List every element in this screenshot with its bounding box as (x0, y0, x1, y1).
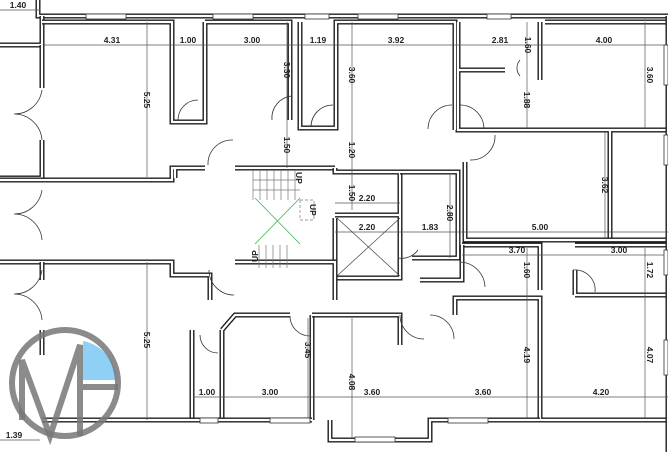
dimension-label: 2.80 (445, 205, 455, 222)
wall (312, 295, 668, 423)
dimension-labels: 4.31 1.00 3.00 1.19 3.92 2.81 1.60 4.00 3.30 5.25… (6, 0, 655, 440)
dimension-label: 3.60 (645, 67, 655, 84)
dimension-label: 1.72 (645, 262, 655, 279)
logo (9, 327, 121, 446)
dimension-label: 3.00 (262, 387, 279, 397)
stair-up-label: UP (294, 172, 304, 184)
dimension-label: 1.00 (180, 35, 197, 45)
dimension-label: 1.20 (347, 142, 357, 159)
wall (0, 259, 338, 300)
dimension-label: 5.25 (142, 92, 152, 109)
dimension-label: 2.20 (359, 193, 376, 203)
wall (35, 0, 668, 19)
wall-inner (0, 166, 335, 182)
dimension-label: 1.60 (522, 262, 532, 279)
dimension-label: 4.20 (593, 387, 610, 397)
dimension-label: 1.19 (310, 35, 327, 45)
dimension-label: 2.20 (359, 222, 376, 232)
dimension-label: 4.00 (596, 35, 613, 45)
wall-inner (462, 243, 668, 297)
wall (0, 45, 45, 181)
dimension-label: 1.00 (199, 387, 216, 397)
wall (0, 16, 45, 48)
dimension-label: 4.31 (104, 35, 121, 45)
wall-inner (545, 128, 668, 238)
dimension-label: 1.50 (347, 185, 357, 202)
dimension-label: 3.30 (282, 62, 292, 79)
dimension-label: 3.62 (600, 177, 610, 194)
logo-accent (83, 341, 117, 380)
dimension-label: 3.00 (611, 245, 628, 255)
dimension-label: 1.88 (522, 92, 532, 109)
wall (0, 165, 335, 183)
dimension-label: 3.45 (303, 342, 313, 359)
dimension-label: 3.00 (244, 35, 261, 45)
dimension-label: 3.60 (475, 387, 492, 397)
dimension-label: 5.25 (142, 332, 152, 349)
dimension-label: 1.40 (10, 0, 27, 10)
dimension-label: 3.92 (388, 35, 405, 45)
wall-inner (420, 245, 464, 282)
wall-inner (0, 45, 44, 180)
dimension-lines (0, 9, 668, 441)
staircase: UP UP UP (250, 170, 318, 268)
wall-inner (0, 260, 337, 300)
wall-inner (400, 162, 668, 260)
elevator-shaft (336, 217, 401, 277)
wall-inner (36, 0, 668, 18)
wall-inner (333, 168, 402, 280)
dimension-label: 1.50 (282, 137, 292, 154)
dimension-label: 4.19 (522, 347, 532, 364)
dimension-label: 2.81 (492, 35, 509, 45)
dimension-label: 4.07 (645, 347, 655, 364)
stair-up-label: UP (250, 250, 260, 262)
dimension-label: 4.08 (347, 374, 357, 391)
dimension-label: 1.39 (6, 430, 23, 440)
dimension-label: 3.60 (364, 387, 381, 397)
wall-inner (190, 313, 314, 422)
windows (85, 13, 668, 443)
wall (462, 242, 668, 298)
stair-up-label: UP (308, 204, 318, 216)
dimension-label: 5.00 (532, 222, 549, 232)
wall-inner (0, 16, 44, 47)
doors (13, 59, 596, 354)
dimension-label: 3.70 (509, 245, 526, 255)
dimension-label: 1.83 (422, 222, 439, 232)
wall-inner (42, 20, 668, 132)
dimension-label: 1.60 (523, 37, 533, 54)
dimension-label: 3.60 (347, 67, 357, 84)
wall (189, 312, 315, 423)
